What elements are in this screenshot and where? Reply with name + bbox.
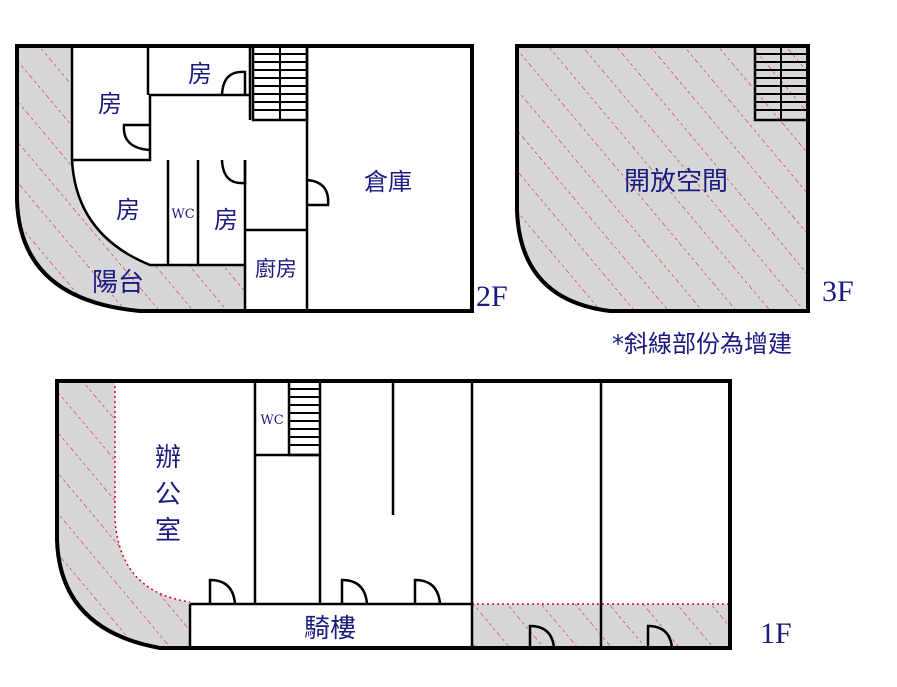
room-label-2f-b: 房 <box>188 60 212 88</box>
outer-wall-3f <box>515 44 810 313</box>
interior-walls-2f <box>70 46 309 311</box>
extension-note: *斜線部份為增建 <box>612 330 792 358</box>
balcony-label-2f: 陽台 <box>92 268 144 298</box>
door-swing-2f-d <box>306 178 330 207</box>
office-extension-boundary-1f <box>114 381 191 603</box>
floor-label-3f: 3F <box>822 275 854 308</box>
outer-wall-2f <box>15 44 474 313</box>
arcade-strip-1f-b-hatching <box>601 604 730 648</box>
room-label-2f-a: 房 <box>98 90 122 118</box>
wc-label-2f: WC <box>171 207 194 222</box>
wc-label-1f: WC <box>260 413 283 428</box>
door-swing-1f-c <box>413 578 442 605</box>
door-swing-2f-a <box>122 123 151 152</box>
arcade-label-1f: 騎樓 <box>304 614 356 644</box>
office-label-1f-line3: 室 <box>155 516 181 546</box>
door-swing-1f-a <box>208 578 237 605</box>
office-label-1f-line1: 辦 <box>155 443 181 473</box>
outer-wall-1f <box>55 379 732 650</box>
office-extension-hatching-1f <box>57 381 190 648</box>
floor-label-2f: 2F <box>476 280 508 313</box>
kitchen-label-2f: 廚房 <box>255 257 297 281</box>
door-swing-1f-d <box>528 624 556 649</box>
door-swing-2f-c <box>220 159 247 185</box>
balcony-hatching-2f <box>17 46 245 311</box>
floor-3f: 開放空間 3F <box>515 44 854 313</box>
storage-label-2f: 倉庫 <box>364 168 412 196</box>
floor-label-1f: 1F <box>760 617 792 650</box>
door-swing-1f-b <box>340 578 369 605</box>
open-space-label-3f: 開放空間 <box>624 167 728 197</box>
interior-walls-1f <box>188 381 603 648</box>
stairs-2f <box>251 44 309 122</box>
stairs-1f <box>287 379 322 457</box>
floor-1f: WC 辦 公 室 騎樓 1F <box>55 379 792 650</box>
room-label-2f-c: 房 <box>116 196 140 224</box>
floor-2f: 房 房 房 房 WC 倉庫 廚房 陽台 2F <box>15 44 508 313</box>
office-label-1f-line2: 公 <box>155 480 181 510</box>
door-swing-1f-e <box>646 624 674 649</box>
stairs-3f <box>753 44 810 122</box>
open-space-hatching-3f <box>517 46 808 311</box>
door-swing-2f-b <box>220 70 247 96</box>
room-label-2f-d: 房 <box>214 206 238 234</box>
